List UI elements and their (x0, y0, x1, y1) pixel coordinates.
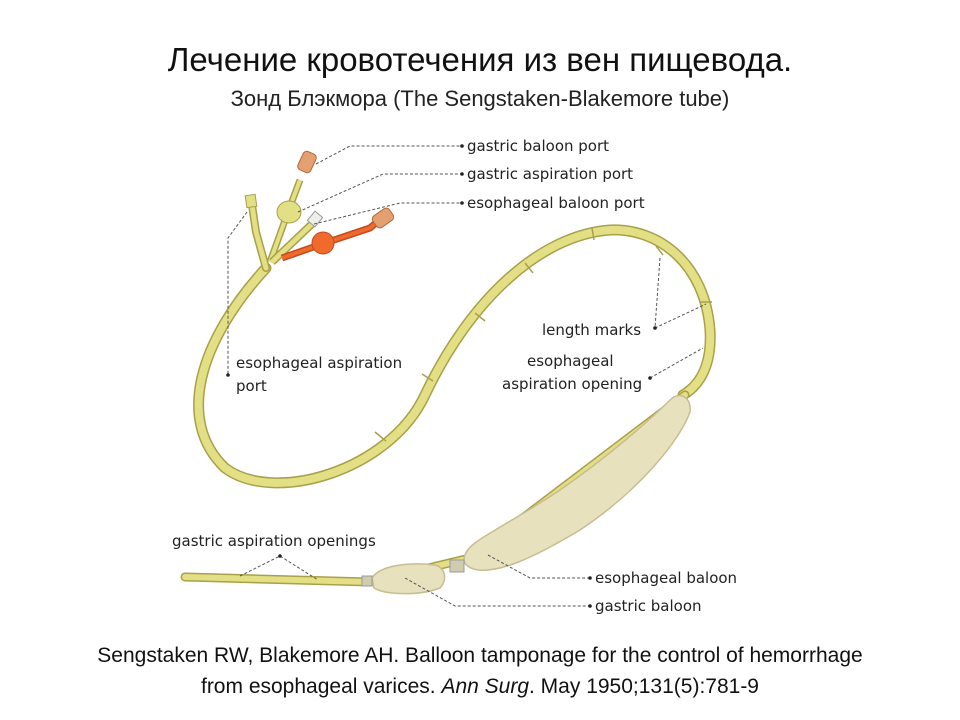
citation-line-2-pre: from esophageal varices. (200, 675, 442, 698)
citation-journal: Ann Surg (441, 675, 530, 698)
citation-line-2: from esophageal varices. Ann Surg. May 1… (0, 671, 960, 702)
esophageal-balloon (463, 394, 691, 571)
label-esophageal-baloon: esophageal baloon (595, 569, 737, 587)
leader-lines (226, 144, 707, 608)
label-esophageal-aspiration-port-line1: esophageal aspiration (236, 354, 402, 372)
slide-title: Лечение кровотечения из вен пищевода. (167, 41, 793, 78)
label-gastric-aspiration-openings: gastric aspiration openings (172, 532, 376, 550)
gastric-baloon-port-cap (297, 150, 317, 174)
label-esophageal-baloon-port: esophageal baloon port (467, 194, 645, 212)
esophageal-baloon-port-balloon (311, 231, 335, 255)
citation-line-2-post: . May 1950;131(5):781-9 (529, 675, 759, 698)
label-esophageal-aspiration-opening-line2: aspiration opening (502, 375, 642, 393)
main-tube (193, 224, 716, 489)
label-length-marks: length marks (542, 321, 641, 339)
lower-tube (180, 390, 691, 595)
label-gastric-baloon-port: gastric baloon port (467, 137, 609, 155)
length-mark-ticks (374, 227, 712, 442)
port-assembly (244, 150, 395, 272)
slide-subtitle: Зонд Блэкмора (The Sengstaken-Blakemore … (230, 86, 730, 111)
label-gastric-baloon: gastric baloon (595, 597, 702, 615)
gastric-balloon (371, 563, 446, 595)
label-gastric-aspiration-port: gastric aspiration port (467, 165, 633, 183)
label-esophageal-aspiration-port-line2: port (236, 377, 267, 395)
citation-line-1: Sengstaken RW, Blakemore AH. Balloon tam… (97, 644, 863, 667)
esophageal-baloon-port-cap (371, 207, 395, 229)
label-esophageal-aspiration-opening-line1: esophageal (527, 352, 614, 370)
citation: Sengstaken RW, Blakemore AH. Balloon tam… (0, 640, 960, 702)
